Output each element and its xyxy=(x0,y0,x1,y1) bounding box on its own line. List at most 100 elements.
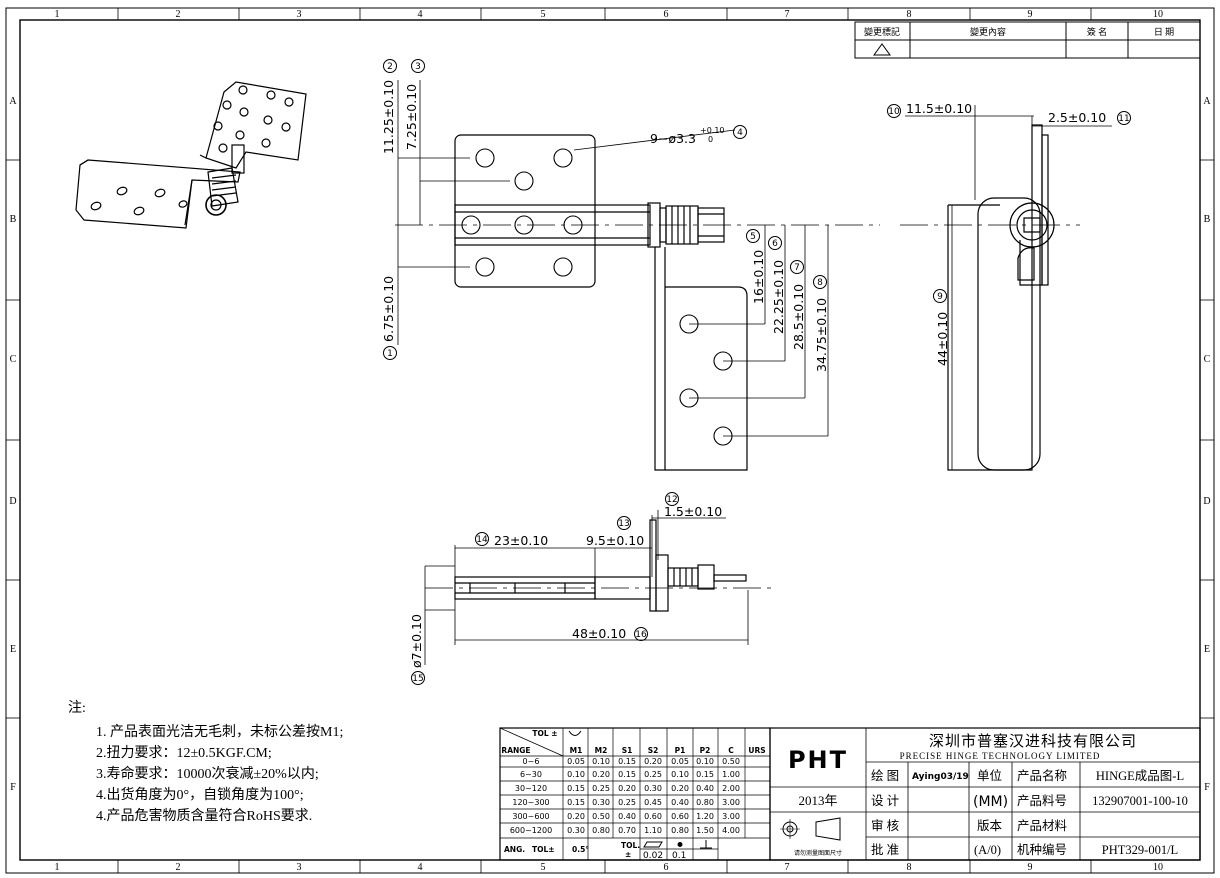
side-dim-texts: 11.5±0.10 2.5±0.10 44±0.10 xyxy=(906,101,1106,366)
dim-9.5: 9.5±0.10 xyxy=(586,533,644,548)
dim-44: 44±0.10 xyxy=(935,312,950,366)
part-label: 产品料号 xyxy=(1017,794,1067,808)
tol-cell: 0.10 xyxy=(567,770,585,779)
design-label: 设 计 xyxy=(871,793,899,808)
balloon-13: 13 xyxy=(618,519,629,529)
ang-value: 0.5° xyxy=(572,845,589,854)
col-label: 9 xyxy=(1028,9,1033,20)
company-en: PRECISE HINGE TECHNOLOGY LIMITED xyxy=(900,751,1101,761)
col-label: 6 xyxy=(664,862,669,873)
row-label: D xyxy=(9,496,16,507)
tol-cell: 4.00 xyxy=(722,826,740,835)
tol-cell: 0.20 xyxy=(567,812,585,821)
tol-cell: 1.50 xyxy=(696,826,714,835)
balloon-6: 6 xyxy=(772,239,778,249)
balloon-14: 14 xyxy=(476,535,488,545)
title-block: PHT 2013年 请勿测量图面尺寸 深圳市普塞汉进科技有限公司 PRECISE… xyxy=(769,727,1201,861)
tol-range: 300~600 xyxy=(512,812,549,821)
tol-header: URS xyxy=(748,746,765,755)
model-value: PHT329-001/L xyxy=(1102,843,1178,857)
row-label: B xyxy=(1204,214,1211,225)
revision-triangle-icon xyxy=(873,43,891,56)
col-label: 8 xyxy=(907,9,912,20)
dim-34.75: 34.75±0.10 xyxy=(814,298,829,372)
name-label: 产品名称 xyxy=(1017,768,1067,783)
unit-label: 单位 xyxy=(977,768,1002,783)
balloon-9: 9 xyxy=(937,292,943,302)
col-label: 4 xyxy=(418,9,423,20)
zone-labels: 1 2 3 4 5 6 7 8 9 10 1 2 3 4 5 6 7 8 9 1… xyxy=(9,9,1211,873)
flatness-icon xyxy=(643,841,663,848)
tol-cell: 0.05 xyxy=(671,757,689,766)
dim-7.25: 7.25±0.10 xyxy=(404,84,419,150)
version-value: (A/0) xyxy=(974,843,1001,857)
row-label: E xyxy=(1204,644,1210,655)
col-label: 1 xyxy=(55,9,60,20)
tol-cell: 0.30 xyxy=(644,784,662,793)
note-item: 3.寿命要求：10000次衰减±20%以内; xyxy=(96,765,319,782)
dim-6.75: 6.75±0.10 xyxy=(381,276,396,342)
tol-cell: 0.10 xyxy=(671,770,689,779)
company-cn: 深圳市普塞汉进科技有限公司 xyxy=(929,732,1137,750)
tol-cell: 0.30 xyxy=(567,826,585,835)
tol-cell: 1.00 xyxy=(722,770,740,779)
dim-28.5: 28.5±0.10 xyxy=(791,284,806,350)
tol-cell: 0.80 xyxy=(671,826,689,835)
isometric-hinge-view xyxy=(75,81,307,229)
note-item: 1. 产品表面光洁无毛刺，未标公差按M1; xyxy=(96,724,343,740)
tol-cell: 3.00 xyxy=(722,812,740,821)
col-label: 7 xyxy=(785,862,790,873)
ang-tol: TOL± xyxy=(532,845,555,854)
row-label: F xyxy=(1204,782,1210,793)
tol-cell: 0.50 xyxy=(592,812,610,821)
tol-header: C xyxy=(728,746,734,755)
tol-cell: 0.20 xyxy=(644,757,662,766)
tol-range: 0~6 xyxy=(523,757,540,766)
rev-date-header: 日 期 xyxy=(1154,27,1174,37)
tol-corner-top: TOL ± xyxy=(532,729,557,738)
tol-cell: 0.25 xyxy=(618,798,636,807)
col-label: 2 xyxy=(176,9,181,20)
zone-ticks xyxy=(6,8,1214,873)
rev-content-header: 變更內容 xyxy=(970,26,1006,37)
unit-value: (MM) xyxy=(973,794,1008,810)
col-label: 9 xyxy=(1028,862,1033,873)
tol-cell: 0.40 xyxy=(696,784,714,793)
balloon-11: 11 xyxy=(1118,114,1129,124)
tol-cell: 0.25 xyxy=(592,784,610,793)
round-value: 0.1 xyxy=(672,851,686,861)
tol-cell: 0.20 xyxy=(671,784,689,793)
model-label: 机种编号 xyxy=(1017,842,1067,857)
draw-value: Aying03/19 xyxy=(912,772,969,782)
tol-cell: 0.80 xyxy=(592,826,610,835)
company-logo: PHT xyxy=(788,746,848,774)
tol-cell: 0.50 xyxy=(722,757,740,766)
dim-16: 16±0.10 xyxy=(751,250,766,304)
tol-cell: 0.15 xyxy=(618,757,636,766)
side-dim-lines xyxy=(905,105,1112,470)
balloon-10: 10 xyxy=(888,107,900,117)
draw-label: 绘 图 xyxy=(871,768,899,783)
tol-cell: 0.60 xyxy=(671,812,689,821)
tol-cell: 0.70 xyxy=(618,826,636,835)
col-label: 10 xyxy=(1153,9,1163,20)
balloon-1: 1 xyxy=(387,349,393,359)
col-label: 4 xyxy=(418,862,423,873)
material-label: 产品材料 xyxy=(1017,819,1068,833)
dim-9-holes: 9−ø3.3 xyxy=(650,131,696,146)
balloon-2: 2 xyxy=(387,62,393,72)
approve-label: 批 准 xyxy=(871,842,899,857)
note-item: 4.产品危害物质含量符合RoHS要求. xyxy=(96,808,312,824)
rev-mark-header: 變更標記 xyxy=(864,26,900,37)
note-item: 2.扭力要求：12±0.5KGF.CM; xyxy=(96,745,272,761)
note-item: 4.出货角度为0°，自锁角度为100°; xyxy=(96,786,304,803)
tol-cell: 0.15 xyxy=(567,798,585,807)
name-value: HINGE成品图-L xyxy=(1096,769,1184,783)
revision-block: 變更標記 變更內容 簽 名 日 期 xyxy=(854,21,1201,59)
tol-range: 600~1200 xyxy=(510,826,552,835)
notes-heading: 注: xyxy=(68,700,86,716)
tol-cell: 0.60 xyxy=(644,812,662,821)
dim-phi7: ø7±0.10 xyxy=(409,614,424,668)
row-label: D xyxy=(1203,496,1210,507)
